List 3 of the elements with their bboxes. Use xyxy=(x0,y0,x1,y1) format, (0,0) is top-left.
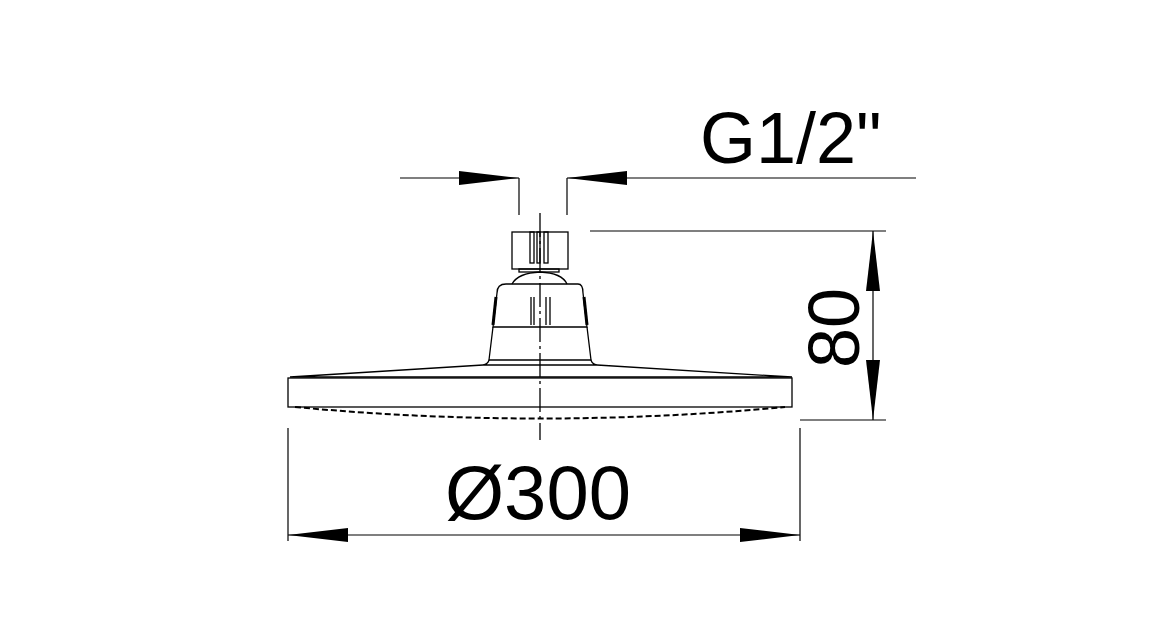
dimension-label: 80 xyxy=(798,287,870,368)
dimension-label: Ø300 xyxy=(445,455,631,531)
dimension-label: G1/2" xyxy=(700,102,882,174)
